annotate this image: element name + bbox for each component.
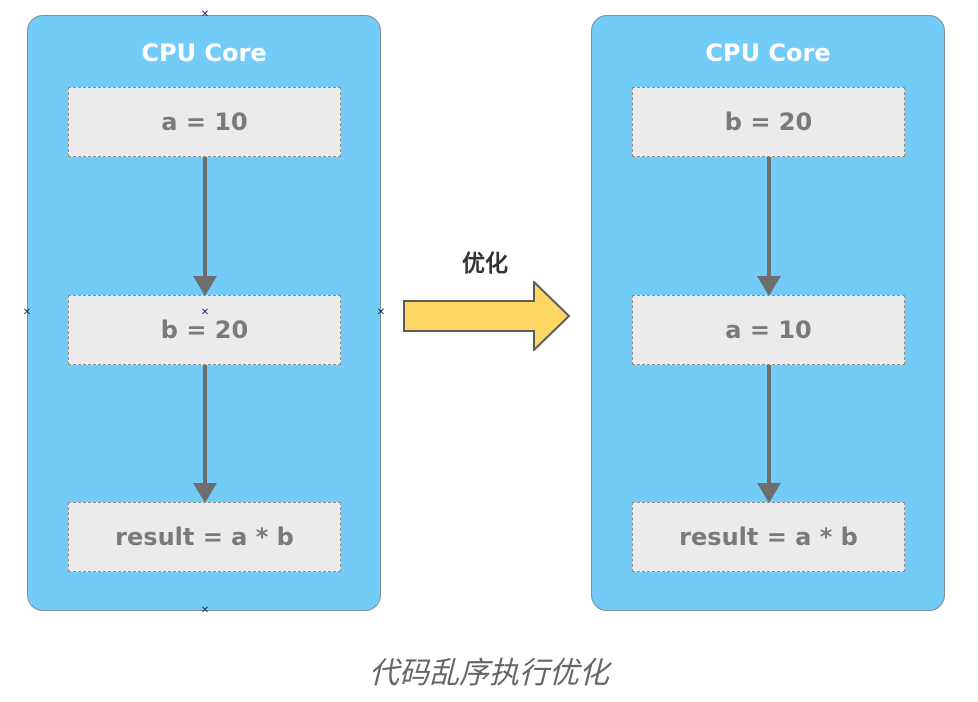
right-step-3: result = a * b bbox=[632, 502, 905, 572]
selection-handle-right[interactable]: ✕ bbox=[376, 307, 386, 318]
left-step-1: a = 10 bbox=[68, 87, 341, 157]
cpu-core-left: CPU Core a = 10 b = 20 result = a * b bbox=[27, 15, 381, 611]
cpu-core-right: CPU Core b = 20 a = 10 result = a * b bbox=[591, 15, 945, 611]
selection-handle-left[interactable]: ✕ bbox=[22, 307, 32, 318]
figure-caption: 代码乱序执行优化 bbox=[369, 656, 609, 691]
selection-handle-center[interactable]: ✕ bbox=[200, 307, 210, 318]
flow-arrow-head-2 bbox=[757, 483, 781, 503]
right-step-2: a = 10 bbox=[632, 295, 905, 365]
selection-handle-top[interactable]: ✕ bbox=[200, 9, 210, 20]
cpu-core-left-title: CPU Core bbox=[141, 39, 267, 67]
right-step-1: b = 20 bbox=[632, 87, 905, 157]
optimize-label: 优化 bbox=[462, 251, 508, 277]
flow-arrow-head-1 bbox=[757, 276, 781, 296]
left-step-2: b = 20 bbox=[68, 295, 341, 365]
optimize-arrow-icon bbox=[403, 281, 571, 351]
flow-arrow-head-1 bbox=[193, 276, 217, 296]
left-step-3: result = a * b bbox=[68, 502, 341, 572]
flow-arrow-head-2 bbox=[193, 483, 217, 503]
selection-handle-bottom[interactable]: ✕ bbox=[200, 605, 210, 616]
cpu-core-right-title: CPU Core bbox=[705, 39, 831, 67]
